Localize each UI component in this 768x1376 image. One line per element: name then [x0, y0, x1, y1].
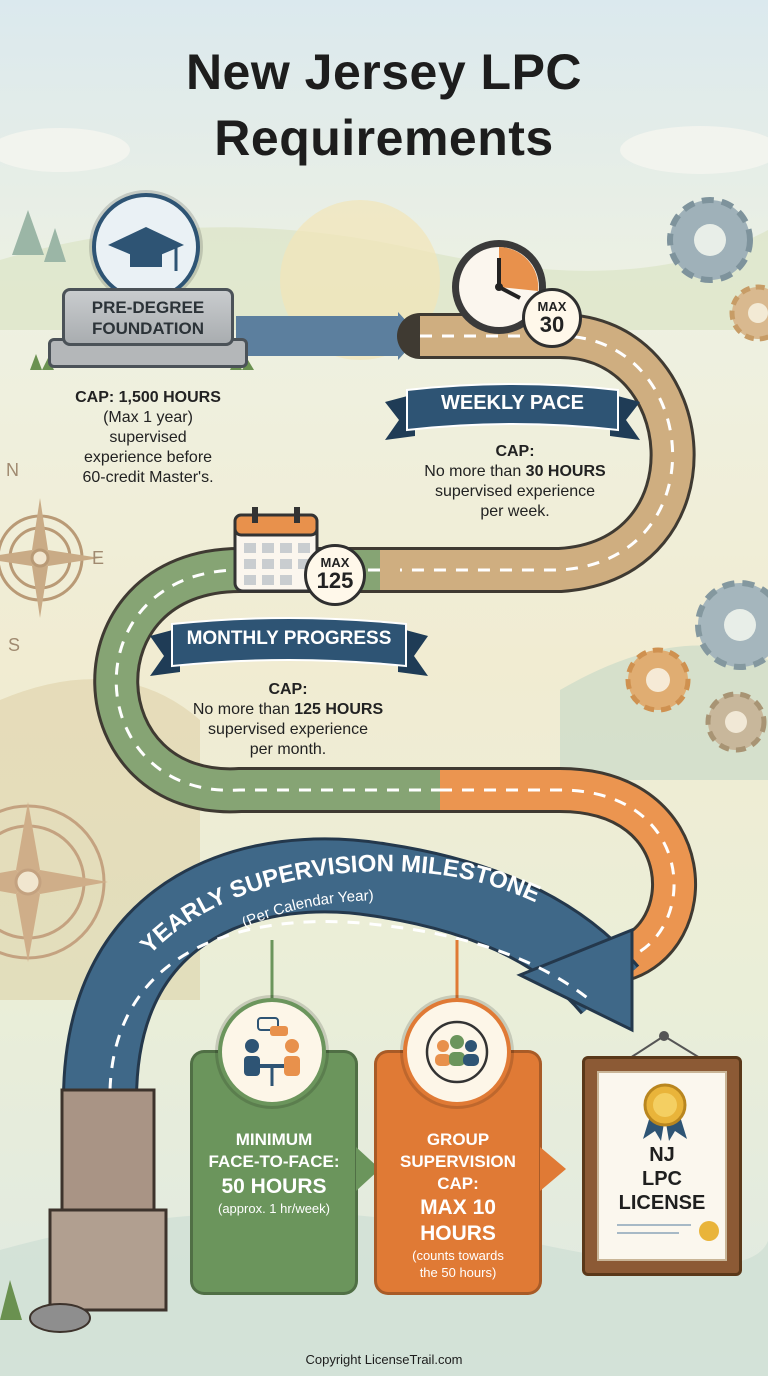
- weekly-line2: supervised experience: [434, 483, 596, 500]
- weekly-banner-ribbon: [385, 383, 640, 440]
- monthly-badge-top: MAX: [320, 555, 350, 570]
- license-line3: LICENSE: [618, 1192, 706, 1214]
- monthly-line1-bold: 125 HOURS: [294, 701, 384, 718]
- predegree-label-line2: FOUNDATION: [91, 319, 205, 338]
- compass-letter-n: N: [6, 460, 19, 480]
- weekly-badge-top: MAX: [537, 299, 567, 314]
- monthly-banner-ribbon: [150, 617, 428, 676]
- compass-rose-icon: [0, 498, 100, 618]
- gear-icon: [625, 647, 691, 713]
- conversation-icon: [218, 998, 326, 1106]
- group-value1: MAX 10: [420, 1196, 496, 1219]
- face-to-face-value: 50 HOURS: [221, 1175, 327, 1198]
- weekly-line1-bold: 30 HOURS: [525, 463, 606, 480]
- gear-icon: [695, 580, 768, 670]
- gear-icon: [729, 284, 768, 342]
- weekly-banner: WEEKLY PACE: [441, 392, 584, 414]
- weekly-description: CAP: No more than 30 HOURS supervised ex…: [395, 442, 635, 522]
- certificate-seal-lines: [617, 1221, 719, 1241]
- face-to-face-line1: MINIMUM: [235, 1130, 313, 1149]
- page-title-line2: Requirements: [214, 110, 554, 166]
- predegree-description: CAP: 1,500 HOURS (Max 1 year) supervised…: [48, 388, 248, 488]
- weekly-line3: per week.: [480, 503, 550, 520]
- group-value2: HOURS: [420, 1222, 496, 1245]
- weekly-line1-prefix: No more than: [424, 463, 526, 480]
- compass-letter-e: E: [92, 548, 105, 568]
- copyright-text: Copyright LicenseTrail.com: [305, 1352, 463, 1367]
- monthly-banner: MONTHLY PROGRESS: [186, 628, 392, 649]
- predegree-line5: 60-credit Master's.: [82, 469, 214, 486]
- predegree-label-line1: PRE-DEGREE: [91, 298, 205, 317]
- predegree-stone: PRE-DEGREE FOUNDATION: [62, 288, 234, 346]
- license-certificate-frame: NJ LPC LICENSE: [582, 1056, 742, 1276]
- frame-hanger: [629, 1031, 701, 1059]
- weekly-badge-value: 30: [539, 312, 565, 337]
- tree-icon: [44, 228, 66, 262]
- predegree-line4: experience before: [83, 449, 213, 466]
- group-people-icon: [403, 998, 511, 1106]
- award-ribbon-icon: [643, 1083, 687, 1141]
- predegree-cap: CAP: 1,500 HOURS: [75, 389, 221, 406]
- predegree-line3: supervised: [109, 429, 187, 446]
- monthly-description: CAP: No more than 125 HOURS supervised e…: [168, 680, 408, 760]
- compass-rose-icon: [0, 802, 108, 962]
- compass-letter-s: S: [8, 635, 21, 655]
- monthly-line2: supervised experience: [207, 721, 369, 738]
- face-to-face-line2: FACE-TO-FACE:: [208, 1152, 340, 1171]
- weekly-cap-label: CAP:: [495, 443, 535, 460]
- monthly-line3: per month.: [249, 741, 327, 758]
- group-line1: GROUP: [426, 1130, 490, 1149]
- group-note1: (counts towards: [412, 1248, 504, 1263]
- monthly-cap-label: CAP:: [268, 681, 308, 698]
- calendar-icon: [232, 505, 320, 595]
- license-line1: NJ: [649, 1144, 675, 1166]
- tree-icon: [12, 210, 44, 255]
- weekly-max-badge: MAX 30: [522, 288, 582, 348]
- arrow-connector: [356, 1147, 380, 1191]
- monthly-line1-prefix: No more than: [192, 701, 295, 718]
- face-to-face-note: (approx. 1 hr/week): [218, 1201, 330, 1216]
- license-certificate: NJ LPC LICENSE: [597, 1071, 727, 1261]
- gear-icon: [705, 691, 767, 753]
- gear-icon: [667, 197, 753, 283]
- arrow-connector: [540, 1147, 566, 1191]
- page-title-line1: New Jersey LPC: [185, 44, 583, 100]
- group-line3: CAP:: [437, 1174, 479, 1193]
- group-line2: SUPERVISION: [400, 1152, 516, 1171]
- group-note2: the 50 hours): [419, 1265, 497, 1280]
- monthly-max-badge: MAX 125: [304, 544, 366, 606]
- predegree-line2: (Max 1 year): [103, 409, 193, 426]
- license-line2: LPC: [642, 1168, 682, 1190]
- monthly-badge-value: 125: [316, 568, 354, 593]
